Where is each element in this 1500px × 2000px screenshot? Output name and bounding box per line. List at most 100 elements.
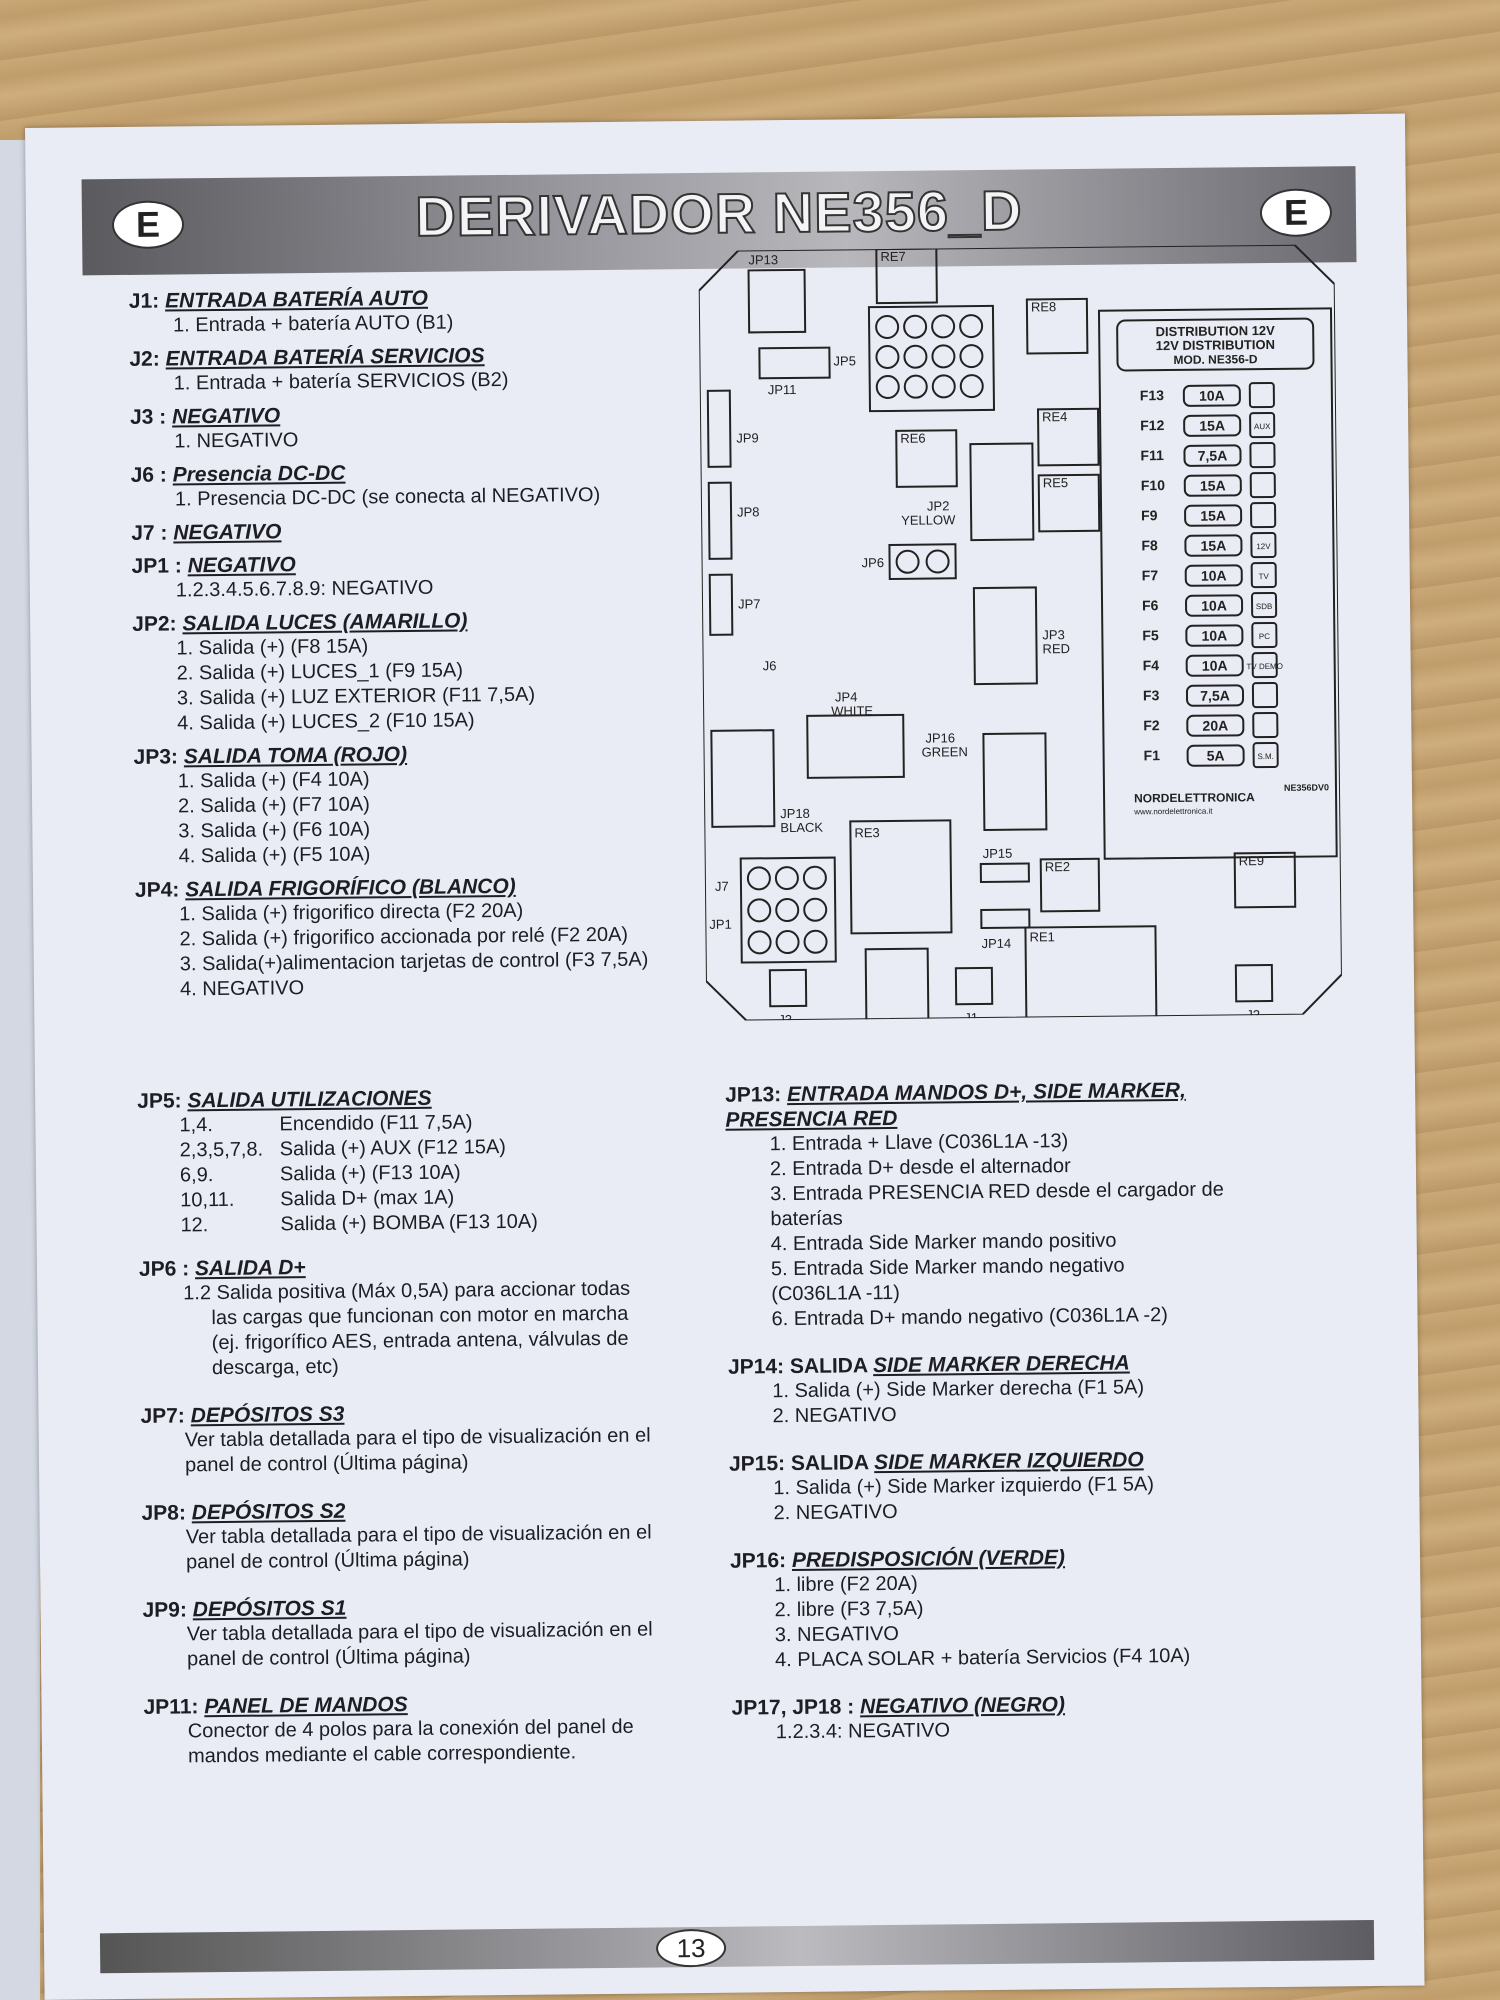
fuse-icon-box	[1248, 381, 1275, 409]
j1-terminal	[954, 966, 994, 1006]
page-title: DERIVADOR NE356_D	[414, 178, 1024, 249]
fuse-icon-box	[1249, 441, 1276, 469]
fuse-tag: PC	[1259, 632, 1270, 641]
left-lower-line: mandos mediante el cable correspondiente…	[187, 1741, 577, 1768]
right-line: 1.2.3.4: NEGATIVO	[775, 1719, 951, 1744]
jp5-pin	[875, 374, 900, 399]
jp6-pin	[895, 549, 920, 574]
jp15-label: JP15	[983, 846, 1013, 861]
left-title: ENTRADA BATERÍA AUTO	[164, 286, 429, 313]
right-column: JP13: ENTRADA MANDOS D+, SIDE MARKER,PRE…	[725, 1076, 1352, 1767]
left-code: JP1 :	[131, 554, 188, 578]
left-lower-code: JP11:	[143, 1695, 205, 1719]
fuse-body	[1182, 384, 1241, 407]
jp4-label: JP4	[835, 689, 858, 704]
fuse-tag: S.M.	[1257, 752, 1274, 761]
left-lower-title: SALIDA D+	[194, 1256, 306, 1281]
fuse-icon-box	[1250, 591, 1278, 619]
left-lower-line: panel de control (Última página)	[184, 1451, 469, 1477]
jp14-connector	[980, 908, 1031, 930]
jp1-pin	[775, 930, 800, 955]
left-lower-code: JP9:	[142, 1598, 193, 1622]
right-code: JP17, JP18 :	[731, 1695, 861, 1720]
jp5-pins: 1,4.	[179, 1114, 213, 1137]
jp7-connector	[708, 573, 734, 636]
right-title: SIDE MARKER DERECHA	[872, 1351, 1130, 1378]
fuse-id: F10	[1141, 477, 1166, 493]
fuse-id: F11	[1140, 447, 1164, 463]
jp4-connector	[806, 713, 905, 779]
re5-relay	[1037, 473, 1101, 533]
right-section: JP13: ENTRADA MANDOS D+, SIDE MARKER,PRE…	[725, 1076, 1348, 1332]
left-title: NEGATIVO	[187, 553, 296, 578]
jp5-pins: 12.	[180, 1214, 209, 1237]
dist-title-2: 12V DISTRIBUTION	[1156, 337, 1275, 353]
jp9-label: JP9	[736, 430, 759, 445]
fuse-tag: 12V	[1256, 542, 1271, 551]
left-lower-code: JP6 :	[138, 1257, 196, 1281]
jp11-connector	[758, 346, 831, 380]
jp1-label: JP1	[709, 917, 732, 932]
jp5-pin	[903, 374, 928, 399]
dist-title-3: MOD. NE356-D	[1173, 352, 1257, 367]
j3-label: J3	[778, 1012, 792, 1021]
left-code: J3 :	[129, 405, 173, 429]
fuse-id: F5	[1142, 627, 1159, 643]
left-code: J2:	[129, 347, 166, 371]
right-title: ENTRADA MANDOS D+, SIDE MARKER,	[786, 1078, 1186, 1107]
right-code: JP14: SALIDA	[727, 1354, 874, 1379]
fuse-body	[1184, 534, 1243, 557]
left-lower-line: descarga, etc)	[211, 1355, 339, 1380]
fuse-body	[1185, 654, 1244, 677]
re3-label: RE3	[854, 825, 879, 840]
fuse-id: F1	[1144, 747, 1161, 763]
jp5-desc: Salida (+) (F13 10A)	[279, 1161, 461, 1186]
left-line: 4. Salida (+) (F5 10A)	[178, 843, 371, 868]
jp5-pins: 2,3,5,7,8.	[179, 1138, 264, 1162]
jp11-label: JP11	[768, 382, 797, 397]
left-code: J6 :	[130, 463, 173, 487]
jp5-label: JP5	[833, 353, 856, 368]
jp1-pin	[747, 930, 772, 955]
right-code: JP16:	[729, 1549, 793, 1573]
left-code: JP3:	[133, 745, 184, 769]
re9-label: RE9	[1239, 853, 1264, 868]
fuse-rating: 20A	[1202, 717, 1228, 733]
fuse-rating: 5A	[1207, 747, 1225, 763]
re4-relay	[1036, 407, 1100, 467]
fuse-icon-box	[1251, 621, 1278, 649]
left-title: Presencia DC-DC	[172, 461, 346, 487]
fuse-icon-box	[1250, 531, 1277, 559]
fuse-rating: 10A	[1201, 567, 1227, 583]
j2-terminal	[1234, 963, 1274, 1003]
re4-label: RE4	[1042, 409, 1067, 424]
fuse-body	[1183, 414, 1242, 437]
re5-label: RE5	[1043, 475, 1068, 490]
jp6-connector	[888, 543, 957, 580]
fuse-body	[1186, 744, 1245, 767]
fuse-body	[1183, 474, 1242, 497]
left-line: 1. Entrada + batería AUTO (B1)	[172, 311, 454, 337]
fuse-rating: 15A	[1200, 477, 1226, 493]
fuse-body	[1185, 594, 1244, 617]
left-code: J1:	[128, 289, 166, 313]
jp5-pin	[875, 344, 900, 369]
jp8-connector	[707, 481, 733, 560]
j1-label: J1	[964, 1010, 978, 1021]
re2-relay	[1039, 857, 1101, 913]
jp1-pin	[746, 866, 771, 891]
jp2-connector	[969, 442, 1035, 542]
j6-label: J6	[763, 658, 777, 673]
jp18-connector	[710, 729, 776, 828]
jp1-pin	[802, 865, 827, 890]
fuse-rating: 15A	[1200, 507, 1226, 523]
fuse-tag: SDB	[1256, 602, 1273, 611]
jp5-pin	[903, 344, 928, 369]
right-code: JP15: SALIDA	[728, 1451, 875, 1476]
